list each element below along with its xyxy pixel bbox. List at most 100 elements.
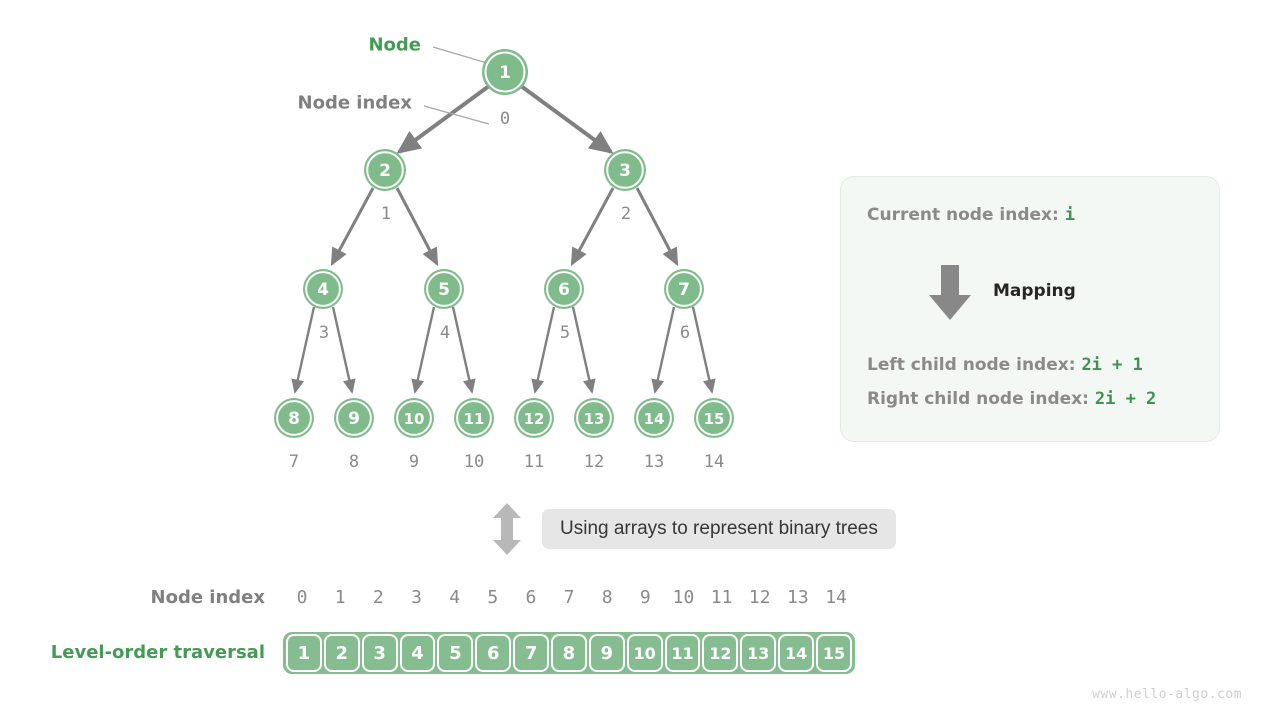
array-cell[interactable]: 15 bbox=[816, 634, 852, 672]
array-cell[interactable]: 4 bbox=[399, 634, 436, 672]
callout-node-index-label: Node index bbox=[298, 93, 413, 114]
callout-node-leader bbox=[432, 46, 488, 64]
up-down-arrow-icon bbox=[493, 503, 521, 555]
edge-2-to-6 bbox=[635, 187, 679, 267]
down-arrow-icon bbox=[929, 265, 971, 320]
tree-node-1[interactable]: 2 bbox=[364, 149, 406, 191]
node-value: 9 bbox=[348, 409, 360, 429]
array-index-cell: 12 bbox=[748, 587, 771, 608]
edge-3-to-8 bbox=[331, 306, 356, 394]
node-value: 5 bbox=[438, 280, 450, 300]
array-cell[interactable]: 13 bbox=[740, 634, 777, 672]
edge-1-to-4 bbox=[395, 187, 439, 267]
edge-4-to-10 bbox=[451, 306, 476, 394]
array-cell[interactable]: 3 bbox=[361, 634, 398, 672]
array-index-cell: 3 bbox=[411, 587, 422, 608]
legend-current-index-value: i bbox=[1064, 205, 1075, 225]
node-value: 12 bbox=[524, 410, 545, 428]
array-cell[interactable]: 6 bbox=[475, 634, 512, 672]
legend-left-child-value: 2i + 1 bbox=[1081, 355, 1143, 375]
node-value: 13 bbox=[584, 410, 605, 428]
node-value: 8 bbox=[288, 409, 300, 429]
callout-node: Node bbox=[368, 35, 488, 64]
node-index-5: 5 bbox=[560, 323, 570, 343]
node-value: 4 bbox=[317, 280, 329, 300]
mapping-legend-panel: Current node index: i Mapping Left child… bbox=[840, 176, 1220, 442]
array-index-cell: 2 bbox=[372, 587, 384, 608]
array-index-cell: 6 bbox=[525, 587, 537, 608]
edge-5-to-11 bbox=[531, 306, 556, 394]
node-value: 2 bbox=[379, 161, 391, 181]
legend-right-child-label: Right child node index: bbox=[867, 389, 1089, 409]
edge-1-to-3 bbox=[330, 187, 375, 267]
tree-node-2[interactable]: 3 bbox=[604, 149, 646, 191]
array-cell[interactable]: 1 bbox=[286, 634, 322, 672]
tree-node-13[interactable]: 14 bbox=[634, 398, 674, 438]
array-cell[interactable]: 9 bbox=[588, 634, 625, 672]
tree-node-3[interactable]: 4 bbox=[303, 269, 343, 309]
legend-right-child-row: Right child node index: 2i + 2 bbox=[867, 389, 1156, 409]
node-value: 11 bbox=[464, 410, 485, 428]
legend-current-index-row: Current node index: i bbox=[867, 205, 1075, 225]
node-index-6: 6 bbox=[680, 323, 690, 343]
array-cell[interactable]: 12 bbox=[702, 634, 739, 672]
tree-node-7[interactable]: 8 bbox=[274, 398, 314, 438]
array-cell[interactable]: 11 bbox=[664, 634, 701, 672]
array-index-cell: 4 bbox=[449, 587, 461, 608]
legend-left-child-row: Left child node index: 2i + 1 bbox=[867, 355, 1143, 375]
edge-3-to-7 bbox=[291, 306, 316, 394]
node-index-7: 7 bbox=[289, 452, 299, 472]
array-cell[interactable]: 7 bbox=[513, 634, 550, 672]
array-index-cell: 9 bbox=[639, 587, 651, 608]
node-value: 1 bbox=[499, 63, 511, 83]
edge-5-to-12 bbox=[571, 306, 596, 394]
tree-node-12[interactable]: 13 bbox=[574, 398, 614, 438]
edges-level-1 bbox=[396, 84, 614, 154]
edges-level-2 bbox=[330, 187, 679, 267]
edge-0-to-2 bbox=[519, 84, 614, 154]
node-value: 10 bbox=[404, 410, 425, 428]
node-index-11: 11 bbox=[524, 452, 544, 472]
array-index-cell: 8 bbox=[601, 587, 613, 608]
tree-node-10[interactable]: 11 bbox=[454, 398, 494, 438]
legend-current-index-label: Current node index: bbox=[867, 205, 1059, 225]
array-cell[interactable]: 2 bbox=[323, 634, 360, 672]
level-order-traversal-label: Level-order traversal bbox=[50, 642, 265, 663]
array-cell[interactable]: 5 bbox=[437, 634, 474, 672]
node-index-9: 9 bbox=[409, 452, 419, 472]
callout-node-label: Node bbox=[368, 35, 421, 56]
tree-node-6[interactable]: 7 bbox=[664, 269, 704, 309]
node-value: 3 bbox=[619, 161, 631, 181]
array-cell[interactable]: 10 bbox=[626, 634, 663, 672]
array-index-row: 0 1 2 3 4 5 6 7 8 9 10 11 12 13 14 bbox=[283, 586, 855, 610]
tree-node-14[interactable]: 15 bbox=[694, 398, 734, 438]
tree-node-4[interactable]: 5 bbox=[424, 269, 464, 309]
array-cell[interactable]: 8 bbox=[551, 634, 587, 672]
edges-level-3 bbox=[291, 306, 716, 394]
tree-node-8[interactable]: 9 bbox=[334, 398, 374, 438]
node-index-1: 1 bbox=[381, 204, 391, 224]
node-value: 15 bbox=[704, 410, 725, 428]
mapping-chip-label: Using arrays to represent binary trees bbox=[542, 509, 896, 549]
array-index-cell: 1 bbox=[334, 587, 346, 608]
array-index-cell: 7 bbox=[563, 587, 575, 608]
node-index-14: 14 bbox=[704, 452, 724, 472]
array-cell[interactable]: 14 bbox=[778, 634, 815, 672]
node-value: 14 bbox=[644, 410, 665, 428]
callout-node-index: Node index bbox=[298, 93, 490, 125]
array-index-cell: 14 bbox=[825, 587, 847, 608]
edge-0-to-1 bbox=[396, 84, 491, 154]
tree-node-0[interactable]: 1 bbox=[482, 49, 528, 95]
array-index-cell: 11 bbox=[710, 587, 733, 608]
node-index-8: 8 bbox=[349, 452, 359, 472]
array-index-row-label: Node index bbox=[150, 587, 265, 608]
tree-node-9[interactable]: 10 bbox=[394, 398, 434, 438]
site-watermark: www.hello-algo.com bbox=[1092, 687, 1242, 702]
edge-2-to-5 bbox=[570, 187, 615, 267]
array-index-cell: 5 bbox=[487, 587, 499, 608]
tree-node-11[interactable]: 12 bbox=[514, 398, 554, 438]
legend-left-child-label: Left child node index: bbox=[867, 355, 1076, 375]
node-index-3: 3 bbox=[319, 323, 329, 343]
tree-node-5[interactable]: 6 bbox=[544, 269, 584, 309]
node-index-13: 13 bbox=[644, 452, 664, 472]
